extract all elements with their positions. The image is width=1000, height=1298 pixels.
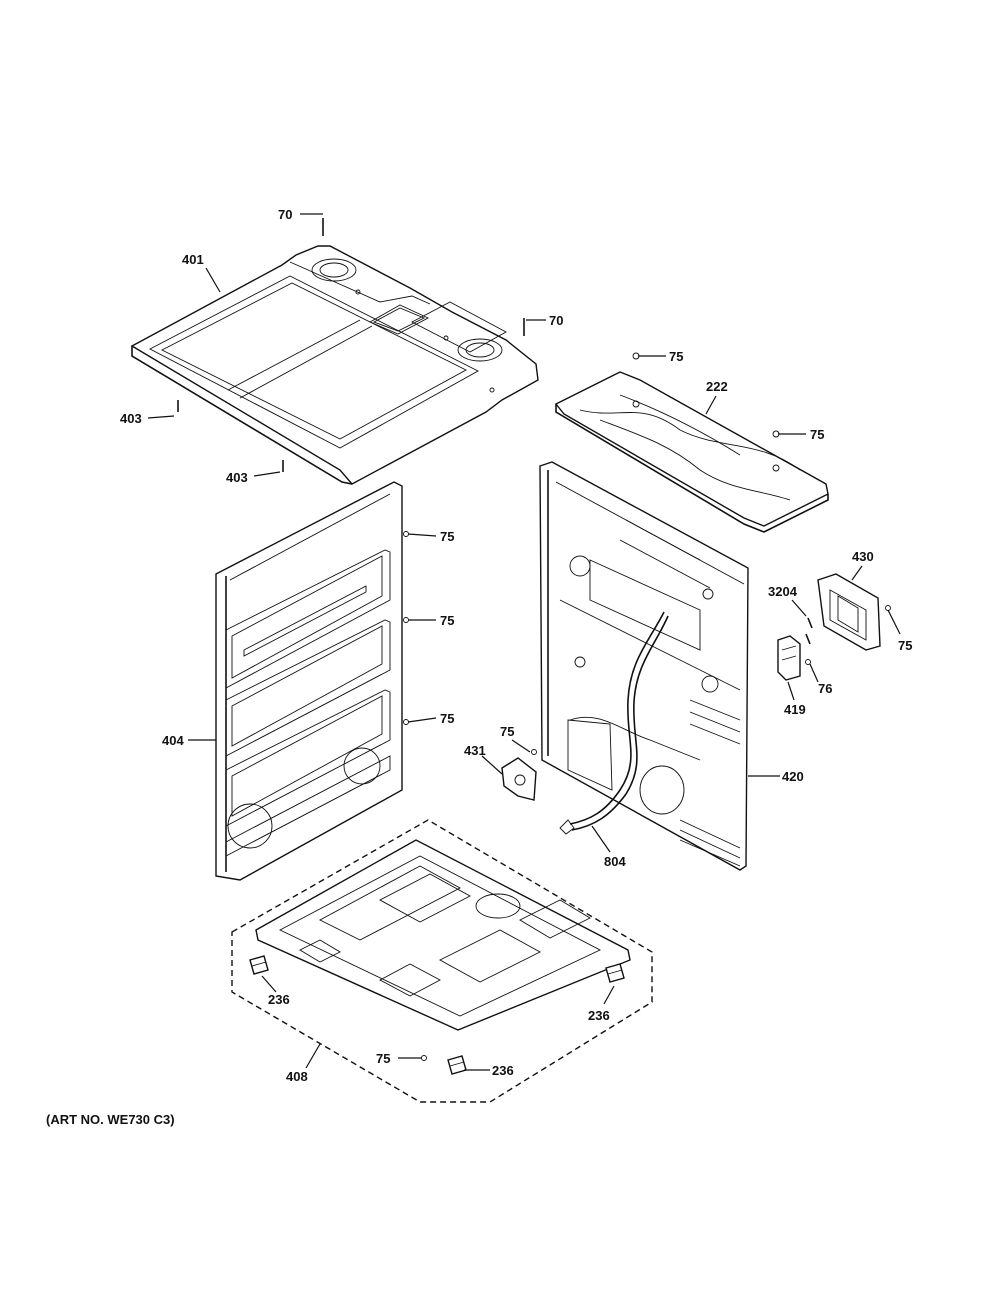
callout-403-bottom: 403 — [226, 470, 248, 485]
callout-236-bottom: 236 — [492, 1063, 514, 1078]
callout-804: 804 — [604, 854, 626, 869]
callout-75-brace-right: 75 — [810, 427, 824, 442]
leader-lines — [147, 213, 901, 1071]
callout-236-right: 236 — [588, 1008, 610, 1023]
callout-431: 431 — [464, 743, 486, 758]
thermostat-419-part — [777, 635, 801, 681]
art-number-caption: (ART NO. WE730 C3) — [46, 1112, 175, 1127]
callout-75-bracket: 75 — [898, 638, 912, 653]
bracket-430-part — [817, 573, 881, 651]
brace-part — [554, 371, 829, 533]
callout-3204: 3204 — [768, 584, 798, 599]
callout-75-base: 75 — [376, 1051, 390, 1066]
callout-408: 408 — [286, 1069, 308, 1084]
callout-labels: 70 401 70 75 222 75 403 403 75 75 75 404… — [120, 207, 912, 1084]
fastener-parts — [177, 218, 891, 1061]
callout-401: 401 — [182, 252, 204, 267]
callout-75-brace-left: 75 — [669, 349, 683, 364]
callout-76: 76 — [818, 681, 832, 696]
back-panel-part — [539, 461, 749, 871]
callout-222: 222 — [706, 379, 728, 394]
side-panel-part — [215, 481, 403, 881]
callout-236-left: 236 — [268, 992, 290, 1007]
bracket-431-part — [501, 757, 537, 801]
callout-70-top: 70 — [278, 207, 292, 222]
leveling-leg-parts — [249, 955, 625, 1075]
callout-419: 419 — [784, 702, 806, 717]
base-part — [231, 819, 653, 1103]
callout-430: 430 — [852, 549, 874, 564]
callout-420: 420 — [782, 769, 804, 784]
callout-75-431: 75 — [500, 724, 514, 739]
callout-75-side-3: 75 — [440, 711, 454, 726]
callout-70-right: 70 — [549, 313, 563, 328]
callout-75-side-1: 75 — [440, 529, 454, 544]
callout-403-left: 403 — [120, 411, 142, 426]
callout-75-side-2: 75 — [440, 613, 454, 628]
wire-harness-part — [559, 611, 669, 835]
top-panel-part — [130, 245, 539, 485]
callout-404: 404 — [162, 733, 184, 748]
